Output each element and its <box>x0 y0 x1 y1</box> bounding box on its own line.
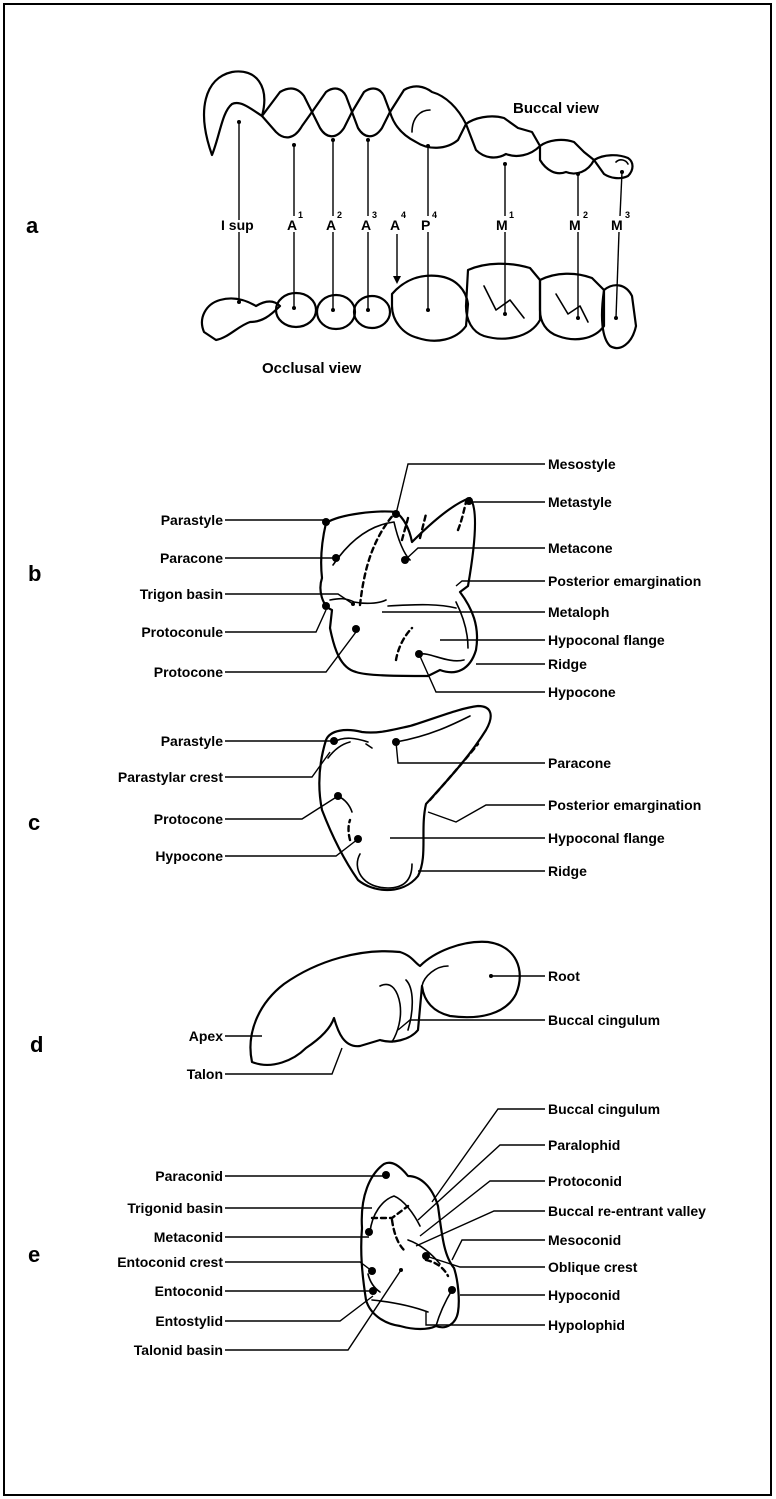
upper-molar-drawing <box>320 498 477 676</box>
tooth-label-a1-sup: 1 <box>298 210 303 220</box>
tooth-label-a2: A <box>326 217 336 233</box>
label-hypoconal-flange-b: Hypoconal flange <box>548 632 665 648</box>
label-buccal-cingulum-e: Buccal cingulum <box>548 1101 660 1117</box>
label-paracone-c: Paracone <box>548 755 611 771</box>
panel-e-leaders <box>225 1109 545 1350</box>
label-mesostyle: Mesostyle <box>548 456 616 472</box>
tooth-label-a2-sup: 2 <box>337 210 342 220</box>
tooth-label-m3-sup: 3 <box>625 210 630 220</box>
label-hypoconal-flange-c: Hypoconal flange <box>548 830 665 846</box>
panel-b-labels: Parastyle Paracone Trigon basin Protocon… <box>140 456 702 700</box>
panel-letter-b: b <box>28 561 41 586</box>
label-hypolophid: Hypolophid <box>548 1317 625 1333</box>
label-paracone-b: Paracone <box>160 550 223 566</box>
tooth-label-m1: M <box>496 217 508 233</box>
panel-letter-e: e <box>28 1242 40 1267</box>
label-buccal-cingulum-d: Buccal cingulum <box>548 1012 660 1028</box>
label-buccal-re-entrant-valley: Buccal re-entrant valley <box>548 1203 706 1219</box>
panel-c: c <box>28 706 701 890</box>
tooth-label-a4: A <box>390 217 400 233</box>
panel-e: e <box>28 1101 706 1358</box>
label-metacone: Metacone <box>548 540 613 556</box>
label-metaconid: Metaconid <box>154 1229 223 1245</box>
label-entostylid: Entostylid <box>155 1313 223 1329</box>
label-entoconid: Entoconid <box>155 1283 223 1299</box>
label-ridge-b: Ridge <box>548 656 587 672</box>
label-metastyle: Metastyle <box>548 494 612 510</box>
label-hypocone-c: Hypocone <box>155 848 223 864</box>
lower-molar-drawing <box>361 1163 459 1329</box>
panel-d: d Apex Talon Root Buccal cingulum <box>30 942 660 1082</box>
label-talon: Talon <box>187 1066 223 1082</box>
label-hypocone-b: Hypocone <box>548 684 616 700</box>
panel-a: a Buccal view Occlusal view <box>26 71 636 377</box>
label-paralophid: Paralophid <box>548 1137 620 1153</box>
label-posterior-emargination-b: Posterior emargination <box>548 573 701 589</box>
tooth-labels: I sup A 1 A 2 A 3 A 4 <box>221 120 630 320</box>
occlusal-view-drawing <box>202 264 636 348</box>
label-root: Root <box>548 968 580 984</box>
panel-e-labels: Paraconid Trigonid basin Metaconid Entoc… <box>117 1101 706 1358</box>
tooth-label-a4-sup: 4 <box>401 210 406 220</box>
label-talonid-basin: Talonid basin <box>134 1342 223 1358</box>
label-protoconule: Protoconule <box>141 624 223 640</box>
label-parastyle-c: Parastyle <box>161 733 223 749</box>
tooth-label-p4-sup: 4 <box>432 210 437 220</box>
label-trigon-basin: Trigon basin <box>140 586 223 602</box>
label-apex: Apex <box>189 1028 223 1044</box>
tooth-label-p4: P <box>421 217 430 233</box>
tooth-label-a1: A <box>287 217 297 233</box>
buccal-view-label: Buccal view <box>513 100 599 117</box>
tooth-label-a3-sup: 3 <box>372 210 377 220</box>
panel-letter-d: d <box>30 1032 43 1057</box>
panel-letter-c: c <box>28 810 40 835</box>
label-mesoconid: Mesoconid <box>548 1232 621 1248</box>
label-ridge-c: Ridge <box>548 863 587 879</box>
label-paraconid: Paraconid <box>155 1168 223 1184</box>
label-protoconid: Protoconid <box>548 1173 622 1189</box>
label-trigonid-basin: Trigonid basin <box>127 1200 223 1216</box>
label-entoconid-crest: Entoconid crest <box>117 1254 223 1270</box>
tooth-label-m1-sup: 1 <box>509 210 514 220</box>
label-protocone-b: Protocone <box>154 664 223 680</box>
label-metaloph: Metaloph <box>548 604 609 620</box>
panel-b: b <box>28 456 701 700</box>
label-parastyle-b: Parastyle <box>161 512 223 528</box>
buccal-view-drawing <box>204 71 632 178</box>
label-protocone-c: Protocone <box>154 811 223 827</box>
panel-c-leaders <box>225 737 545 871</box>
tooth-label-m3: M <box>611 217 623 233</box>
label-parastylar-crest: Parastylar crest <box>118 769 223 785</box>
tooth-label-a3: A <box>361 217 371 233</box>
label-posterior-emargination-c: Posterior emargination <box>548 797 701 813</box>
occlusal-view-label: Occlusal view <box>262 360 362 377</box>
panel-c-labels: Parastyle Parastylar crest Protocone Hyp… <box>118 733 701 879</box>
tooth-label-m2: M <box>569 217 581 233</box>
label-oblique-crest: Oblique crest <box>548 1259 638 1275</box>
panel-b-leaders <box>225 464 545 692</box>
tooth-label-i-sup: I sup <box>221 217 254 233</box>
panel-d-leaders <box>225 974 545 1074</box>
upper-premolar-drawing <box>319 706 490 890</box>
incisor-drawing <box>250 942 519 1065</box>
tooth-label-m2-sup: 2 <box>583 210 588 220</box>
panel-letter-a: a <box>26 213 39 238</box>
label-hypoconid: Hypoconid <box>548 1287 620 1303</box>
